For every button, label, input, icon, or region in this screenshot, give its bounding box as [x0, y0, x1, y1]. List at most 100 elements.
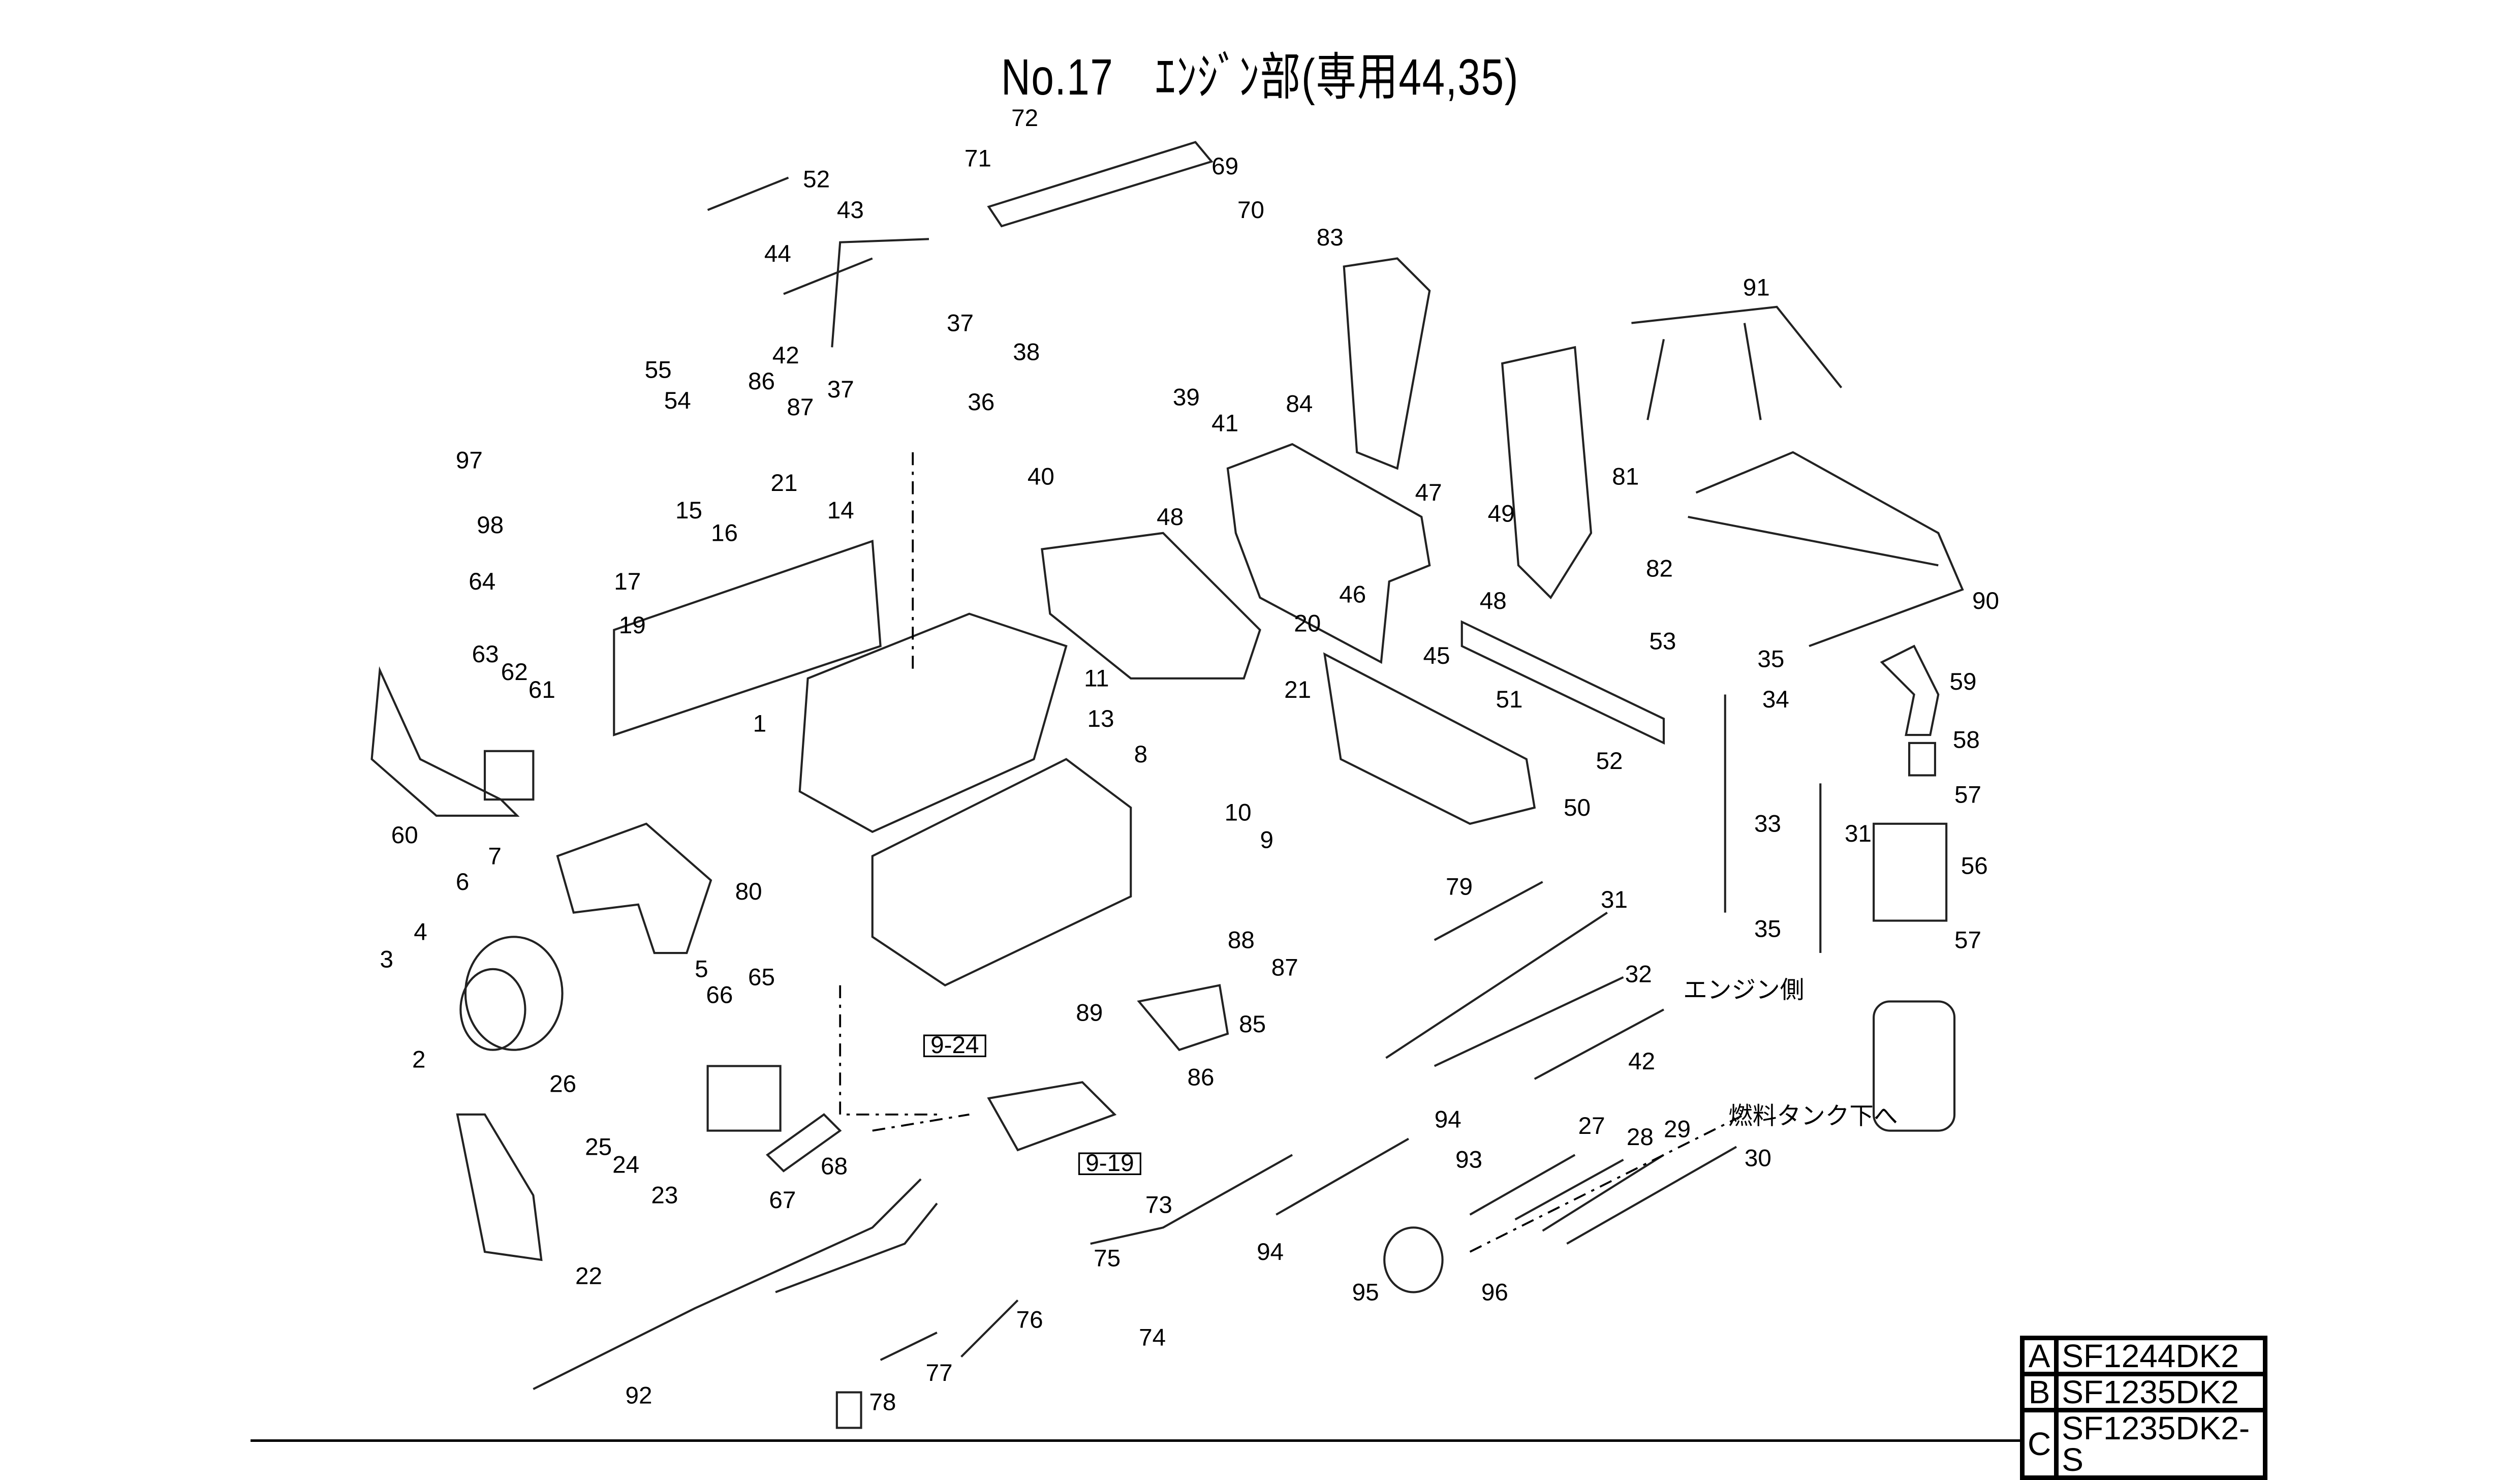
- part-2-pulley: [464, 936, 564, 1051]
- callout-94: 94: [1257, 1239, 1284, 1266]
- callout-52: 52: [1596, 748, 1623, 775]
- callout-40: 40: [1028, 463, 1054, 490]
- callout-9: 9: [1260, 826, 1274, 853]
- callout-53: 53: [1649, 628, 1676, 655]
- callout-58: 58: [1953, 726, 1980, 753]
- callout-35: 35: [1757, 646, 1784, 673]
- part-58-filter: [1908, 742, 1936, 777]
- callout-5: 5: [695, 956, 708, 983]
- callout-76: 76: [1016, 1306, 1043, 1333]
- part-31-rod: [1385, 911, 1608, 1059]
- model-key: C: [2019, 1408, 2059, 1480]
- page-title: No.17 ｴﾝｼﾞﾝ部(専用44,35): [1001, 49, 1519, 106]
- callout-83: 83: [1317, 224, 1344, 251]
- callout-14: 14: [827, 497, 854, 524]
- part-27-rod: [1469, 1154, 1576, 1216]
- center-line: [839, 985, 970, 1132]
- part-50-plate: [1323, 652, 1536, 825]
- center-line: [1469, 1114, 1745, 1253]
- callout-80: 80: [735, 878, 762, 905]
- part-79-rod: [1434, 881, 1543, 941]
- model-key: A: [2019, 1336, 2059, 1376]
- part-85-bracket: [1137, 984, 1229, 1052]
- callout-85: 85: [1239, 1011, 1266, 1038]
- callout-31: 31: [1601, 886, 1628, 913]
- callout-20: 20: [1294, 610, 1321, 637]
- part-59-hose: [1880, 644, 1940, 736]
- callout-43: 43: [837, 197, 864, 224]
- part-91-harness: [1631, 305, 1843, 420]
- callout-49: 49: [1488, 501, 1515, 528]
- callout-34: 34: [1762, 686, 1789, 713]
- part-28-rod: [1514, 1159, 1624, 1221]
- callout-28: 28: [1627, 1124, 1654, 1151]
- part-78-block: [835, 1391, 862, 1429]
- callout-94: 94: [1435, 1106, 1461, 1133]
- callout-45: 45: [1423, 642, 1450, 669]
- callout-97: 97: [456, 447, 483, 474]
- model-name: SF1244DK2: [2054, 1336, 2268, 1376]
- callout-50: 50: [1564, 794, 1591, 821]
- callout-88: 88: [1228, 927, 1255, 954]
- callout-86: 86: [748, 368, 775, 395]
- part-20-bracket: [1041, 532, 1261, 680]
- part-69-bracket: [987, 141, 1214, 228]
- callout-2: 2: [412, 1046, 426, 1073]
- callout-60: 60: [391, 822, 418, 849]
- callout-87: 87: [787, 394, 814, 421]
- callout-67: 67: [769, 1187, 796, 1214]
- callout-79: 79: [1446, 874, 1473, 901]
- callout-7: 7: [488, 843, 502, 870]
- callout-42: 42: [1628, 1048, 1655, 1075]
- part-tank: [1873, 1000, 1956, 1132]
- part-42-rod: [831, 238, 929, 348]
- callout-4: 4: [414, 919, 427, 946]
- callout-48: 48: [1157, 504, 1184, 531]
- callout-93: 93: [1455, 1147, 1482, 1174]
- callout-23: 23: [651, 1182, 678, 1209]
- callout-63: 63: [472, 641, 499, 668]
- callout-54: 54: [664, 387, 691, 414]
- callout-77: 77: [926, 1360, 953, 1386]
- callout-37: 37: [947, 310, 974, 337]
- part-45-bracket: [1226, 443, 1431, 664]
- part-77-bolt: [880, 1332, 938, 1361]
- callout-70: 70: [1237, 197, 1264, 224]
- part-2-pulley-inner: [459, 968, 526, 1051]
- callout-15: 15: [675, 497, 702, 524]
- callout-41: 41: [1211, 410, 1238, 437]
- callout-55: 55: [645, 357, 672, 384]
- callout-33: 33: [1754, 811, 1781, 838]
- part-14-bracket: [613, 539, 882, 736]
- callout-64: 64: [469, 568, 495, 595]
- callout-24: 24: [612, 1151, 639, 1178]
- callout-90: 90: [1972, 588, 1999, 614]
- callout-74: 74: [1139, 1324, 1166, 1351]
- callout-25: 25: [585, 1133, 612, 1160]
- callout-56: 56: [1961, 852, 1988, 879]
- callout-89: 89: [1076, 1000, 1103, 1027]
- part-52-bar: [1460, 620, 1665, 745]
- callout-92: 92: [626, 1382, 652, 1409]
- callout-57: 57: [1954, 781, 1981, 808]
- part-81-cover: [1501, 346, 1593, 600]
- callout-42: 42: [772, 342, 799, 369]
- callout-95: 95: [1352, 1279, 1379, 1306]
- part-22-bracket: [456, 1113, 543, 1261]
- part-94-rod: [1275, 1137, 1409, 1216]
- callout-27: 27: [1578, 1113, 1605, 1139]
- callout-59: 59: [1950, 668, 1977, 695]
- callout-3: 3: [380, 946, 393, 973]
- note-fuel-tank: 燃料タンク下へ: [1728, 1103, 1898, 1130]
- part-76-bolt: [960, 1299, 1019, 1358]
- callout-16: 16: [711, 520, 738, 547]
- callout-98: 98: [477, 512, 504, 539]
- callout-19: 19: [619, 612, 646, 639]
- part-95-solenoid: [1383, 1226, 1444, 1293]
- callout-51: 51: [1496, 686, 1522, 713]
- callout-91: 91: [1743, 274, 1770, 301]
- part-92-harness: [533, 1178, 938, 1390]
- callout-87: 87: [1271, 954, 1298, 981]
